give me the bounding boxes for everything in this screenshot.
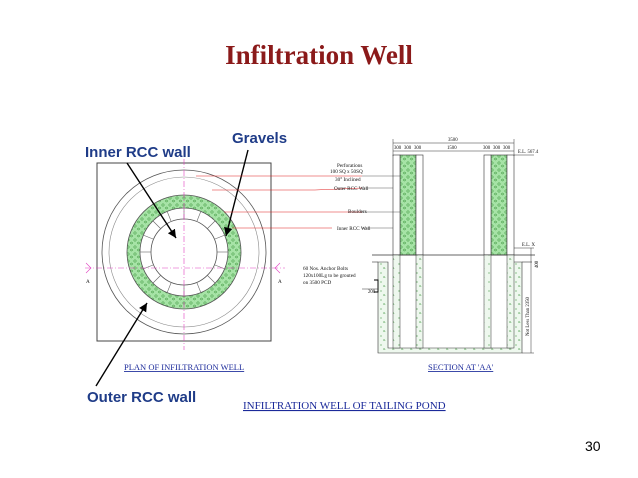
- label-anchor-1: 60 Nos. Anchor Bolts: [303, 266, 348, 272]
- plan-view: A A: [85, 148, 285, 350]
- section-left-inner-wall: [415, 154, 424, 256]
- section-marker-right: A: [278, 279, 282, 285]
- section-right-inner-wall: [483, 154, 492, 256]
- label-boulders: Boulders: [348, 209, 367, 215]
- inner-rcc-wall-arrow: [126, 162, 177, 239]
- section-left-outer-wall: [392, 154, 401, 256]
- section-caption: SECTION AT 'AA': [428, 362, 494, 372]
- gravels-arrow: [224, 149, 249, 237]
- dim-overall-width: 3500: [448, 138, 458, 143]
- dim-seg-right-3: 300: [503, 146, 511, 151]
- slide-title: Infiltration Well: [225, 40, 413, 70]
- section-left-gravel-column: [399, 154, 417, 256]
- dim-base: 200: [368, 290, 376, 295]
- plan-caption: PLAN OF INFILTRATION WELL: [124, 362, 244, 372]
- dim-el-top: E.L. 567.4: [518, 150, 539, 155]
- label-leader-lines: [196, 175, 363, 229]
- section-right-outer-wall: [506, 154, 515, 256]
- dim-bottom-depth: Not Less Than 2350: [526, 296, 531, 336]
- label-anchor-3: on 3500 PCD: [303, 280, 332, 286]
- label-inner-rcc-wall: Inner RCC Wall: [337, 226, 371, 232]
- label-perforations: Perforations: [337, 162, 362, 169]
- footer-caption: INFILTRATION WELL OF TAILING POND: [243, 400, 446, 412]
- section-marker-left: A: [86, 279, 90, 285]
- gravels-callout: Gravels: [232, 130, 287, 147]
- section-dimensions: [362, 139, 534, 354]
- label-anchor-2: 120x100Lg to be grouted: [303, 273, 356, 279]
- page-number: 30: [585, 438, 601, 454]
- section-view: [372, 154, 535, 354]
- label-perforation-size: 100 SQ x 50SQ: [330, 169, 363, 175]
- plan-perforation-slots: [140, 208, 228, 296]
- dim-seg-center: 1500: [447, 146, 457, 151]
- dim-seg-left-3: 300: [414, 146, 422, 151]
- dim-seg-left-1: 300: [394, 146, 402, 151]
- dim-side-height: 400: [535, 260, 540, 268]
- section-right-gravel-column: [490, 154, 508, 256]
- label-perforation-angle: 30° Inclined: [335, 176, 361, 183]
- dim-seg-right-2: 300: [493, 146, 501, 151]
- outer-rcc-wall-callout: Outer RCC wall: [87, 389, 196, 406]
- dim-seg-left-2: 300: [404, 146, 412, 151]
- label-outer-rcc-wall: Outer RCC Wall: [334, 186, 369, 192]
- outer-rcc-wall-arrow: [95, 302, 148, 387]
- inner-rcc-wall-callout: Inner RCC wall: [85, 144, 191, 161]
- dim-el-x: E.L. X: [522, 243, 535, 248]
- dim-seg-right-1: 300: [483, 146, 491, 151]
